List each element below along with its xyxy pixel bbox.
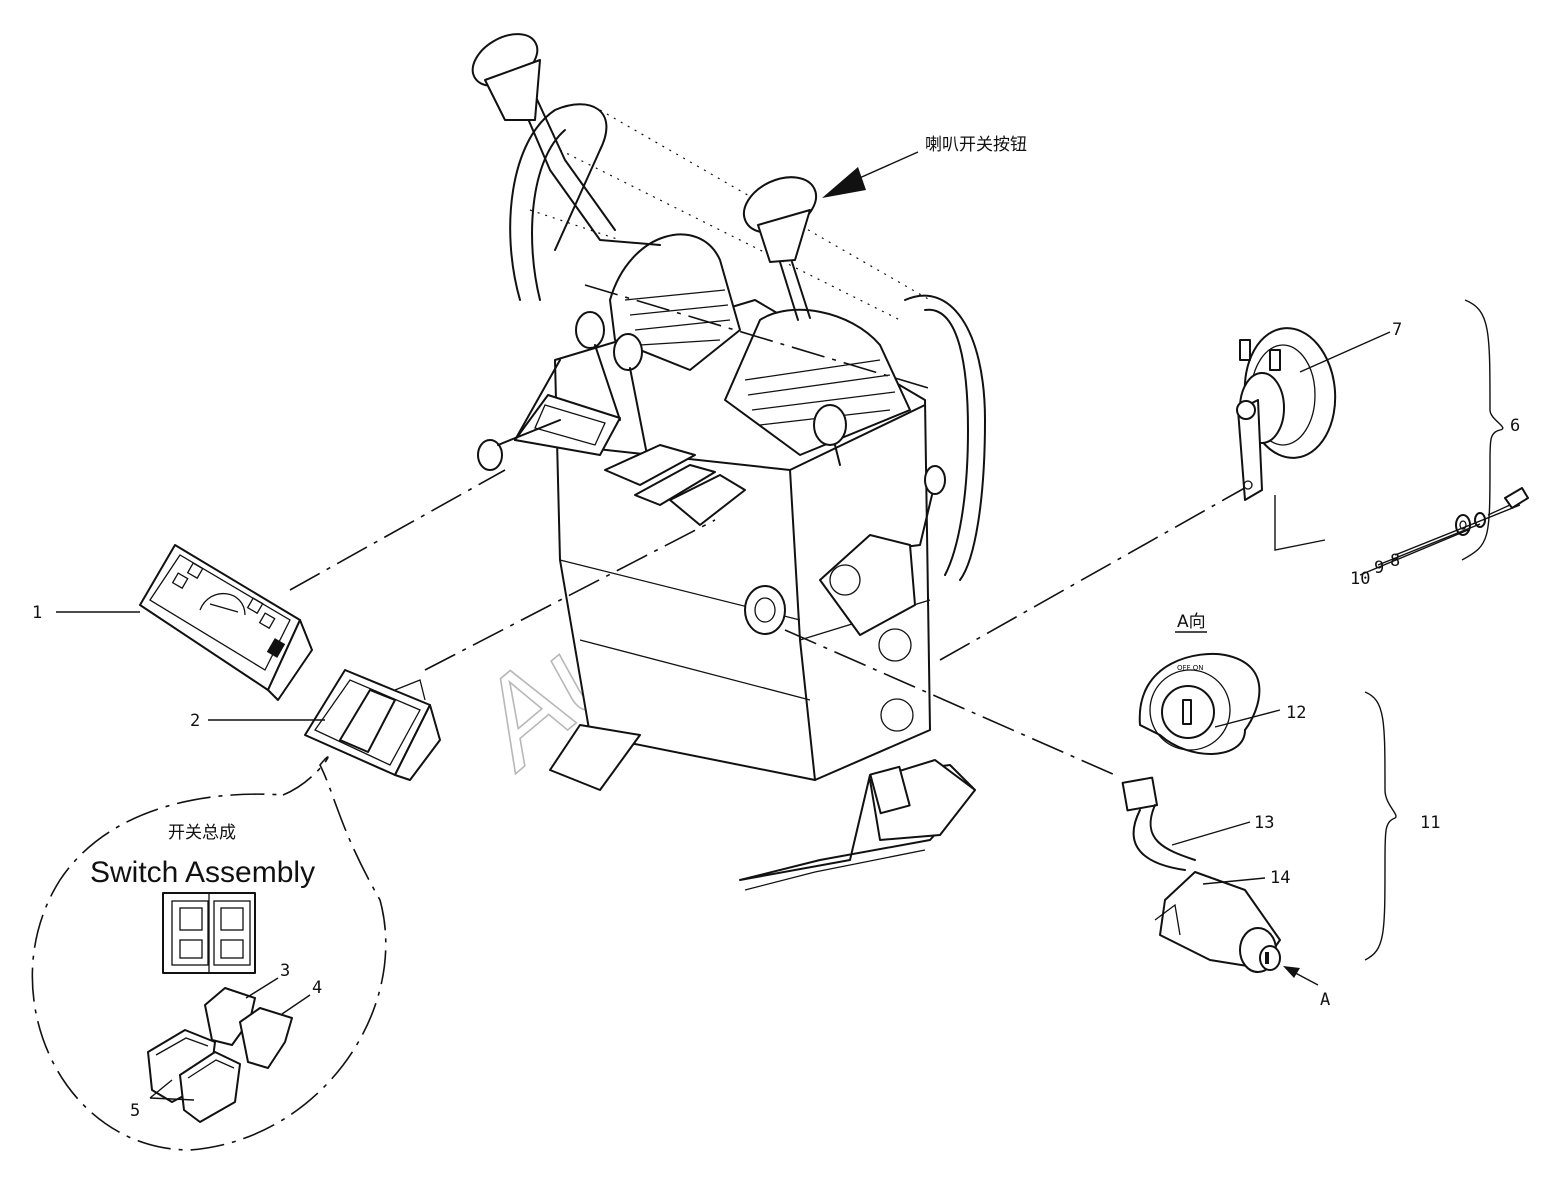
callout-1: 1: [32, 603, 42, 623]
switch-assembly-cn-label: 开关总成: [168, 823, 236, 843]
switch-assembly-en-label: Switch Assembly: [90, 856, 315, 889]
horn-button-label: 喇叭开关按钮: [925, 135, 1027, 155]
callout-5: 5: [130, 1101, 140, 1121]
instrument-panel-part-1: [139, 544, 313, 701]
view-a-label: A向: [1177, 612, 1206, 632]
callout-labels: 1 2 3 4 5 6 7 8 9 10 11 12 13 14 A向 A: [32, 320, 1520, 1121]
callout-7: 7: [1392, 320, 1402, 340]
callout-14: 14: [1270, 868, 1290, 888]
callout-10: 10: [1350, 569, 1370, 589]
callout-6: 6: [1510, 416, 1520, 436]
rocker-switch-part-2: [304, 669, 441, 781]
callout-13: 13: [1254, 813, 1274, 833]
callout-11: 11: [1420, 813, 1440, 833]
horn-button-pointer: 喇叭开关按钮: [822, 135, 1027, 198]
arrow-a-label: A: [1320, 990, 1330, 1010]
switch-assembly-bubble: 开关总成 Switch Assembly: [31, 756, 387, 1151]
assembly-lines: [289, 284, 1251, 776]
callout-12: 12: [1286, 703, 1306, 723]
leader-lines: [56, 331, 1521, 885]
callout-3: 3: [280, 961, 290, 981]
callout-8: 8: [1390, 551, 1400, 571]
callout-2: 2: [190, 711, 200, 731]
callout-9: 9: [1374, 558, 1384, 578]
horn-assembly: [1236, 299, 1529, 561]
ignition-position-marks: OFF ON: [1177, 664, 1204, 672]
ignition-assembly: OFF ON: [1121, 652, 1397, 986]
control-console: [471, 33, 986, 891]
callout-4: 4: [312, 978, 322, 998]
